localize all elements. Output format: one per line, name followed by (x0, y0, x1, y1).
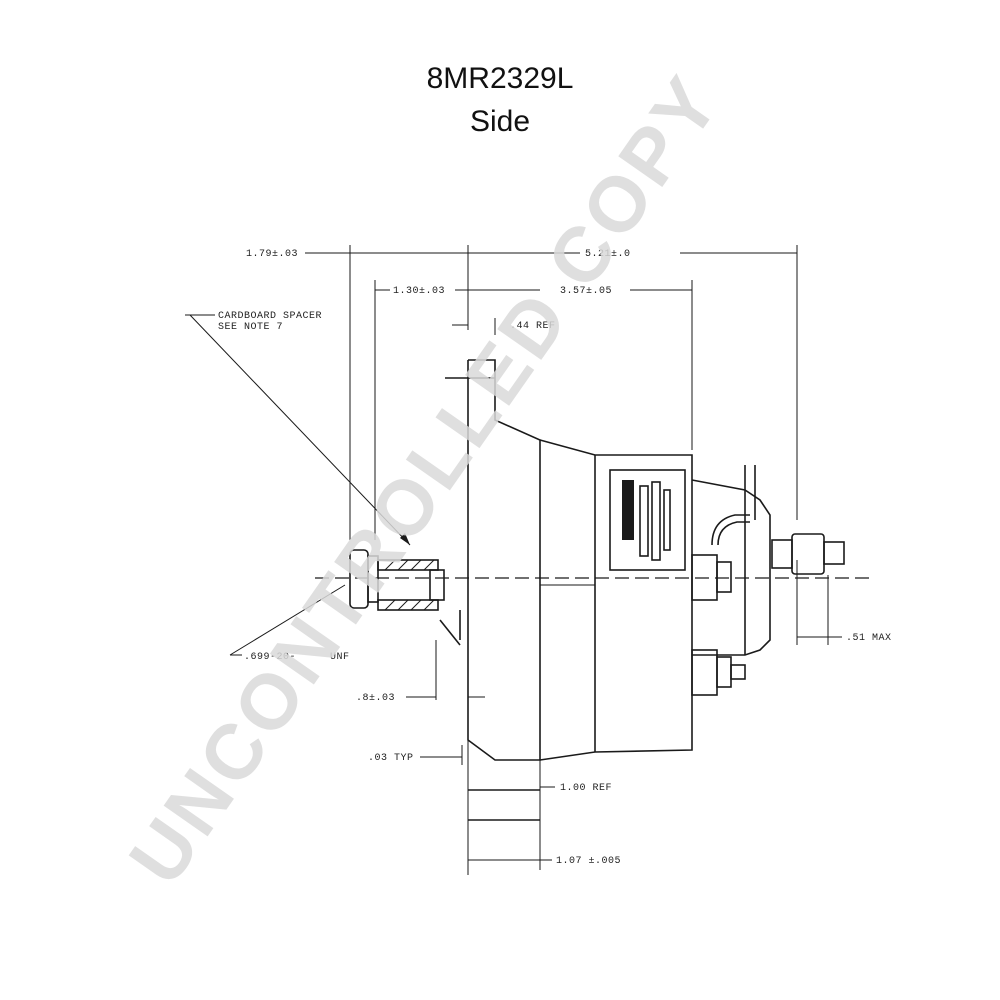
leader-line (189, 314, 411, 546)
dim-terminal-max: .51 MAX (846, 633, 892, 644)
dim-flange-thickness: 1.07 ±.005 (556, 856, 621, 867)
shaft-collar (429, 569, 445, 601)
dim-collar: .8±.03 (356, 693, 395, 704)
dim-thread: .699-20- (244, 652, 296, 663)
dim-overall-front: 1.79±.03 (246, 249, 298, 260)
note-spacer-line2: SEE NOTE 7 (218, 322, 283, 333)
dim-shaft-length: 1.30±.03 (393, 286, 445, 297)
nameplate-bar (639, 485, 649, 557)
drawing-title: 8MR2329L (426, 62, 574, 95)
dim-flange-ref: .44 REF (510, 321, 556, 332)
lower-terminal (691, 649, 718, 696)
lower-terminal-stud (730, 664, 746, 680)
dim-body-length: 3.57±.05 (560, 286, 612, 297)
leader-arrow (400, 533, 410, 545)
drawing-subtitle: Side (469, 105, 531, 138)
nameplate (609, 469, 686, 571)
front-housing (467, 359, 541, 761)
nameplate-bar (651, 481, 661, 561)
dim-thread-unf: UNF (330, 652, 350, 663)
shaft-washer (367, 555, 379, 603)
dim-ref-lower: 1.00 REF (560, 783, 612, 794)
leader-line (229, 584, 346, 656)
wire-loop (717, 521, 750, 546)
dim-overall-length: 5.21±.0 (585, 249, 631, 260)
rear-cover (691, 479, 771, 656)
wire-loop (711, 514, 750, 546)
nameplate-bar (663, 489, 671, 551)
terminal-stud (823, 541, 845, 565)
dim-typ: .03 TYP (368, 753, 414, 764)
aux-terminal-nut (716, 561, 732, 593)
nameplate-text-block (622, 480, 634, 540)
note-spacer-line1: CARDBOARD SPACER (218, 311, 322, 322)
watermark: UNCONTROLLED COPY (112, 59, 738, 900)
terminal-base (771, 539, 793, 569)
spacer-hatch (384, 559, 435, 611)
main-housing (539, 439, 693, 761)
front-lip (439, 619, 461, 646)
lower-terminal-nut (716, 656, 732, 688)
